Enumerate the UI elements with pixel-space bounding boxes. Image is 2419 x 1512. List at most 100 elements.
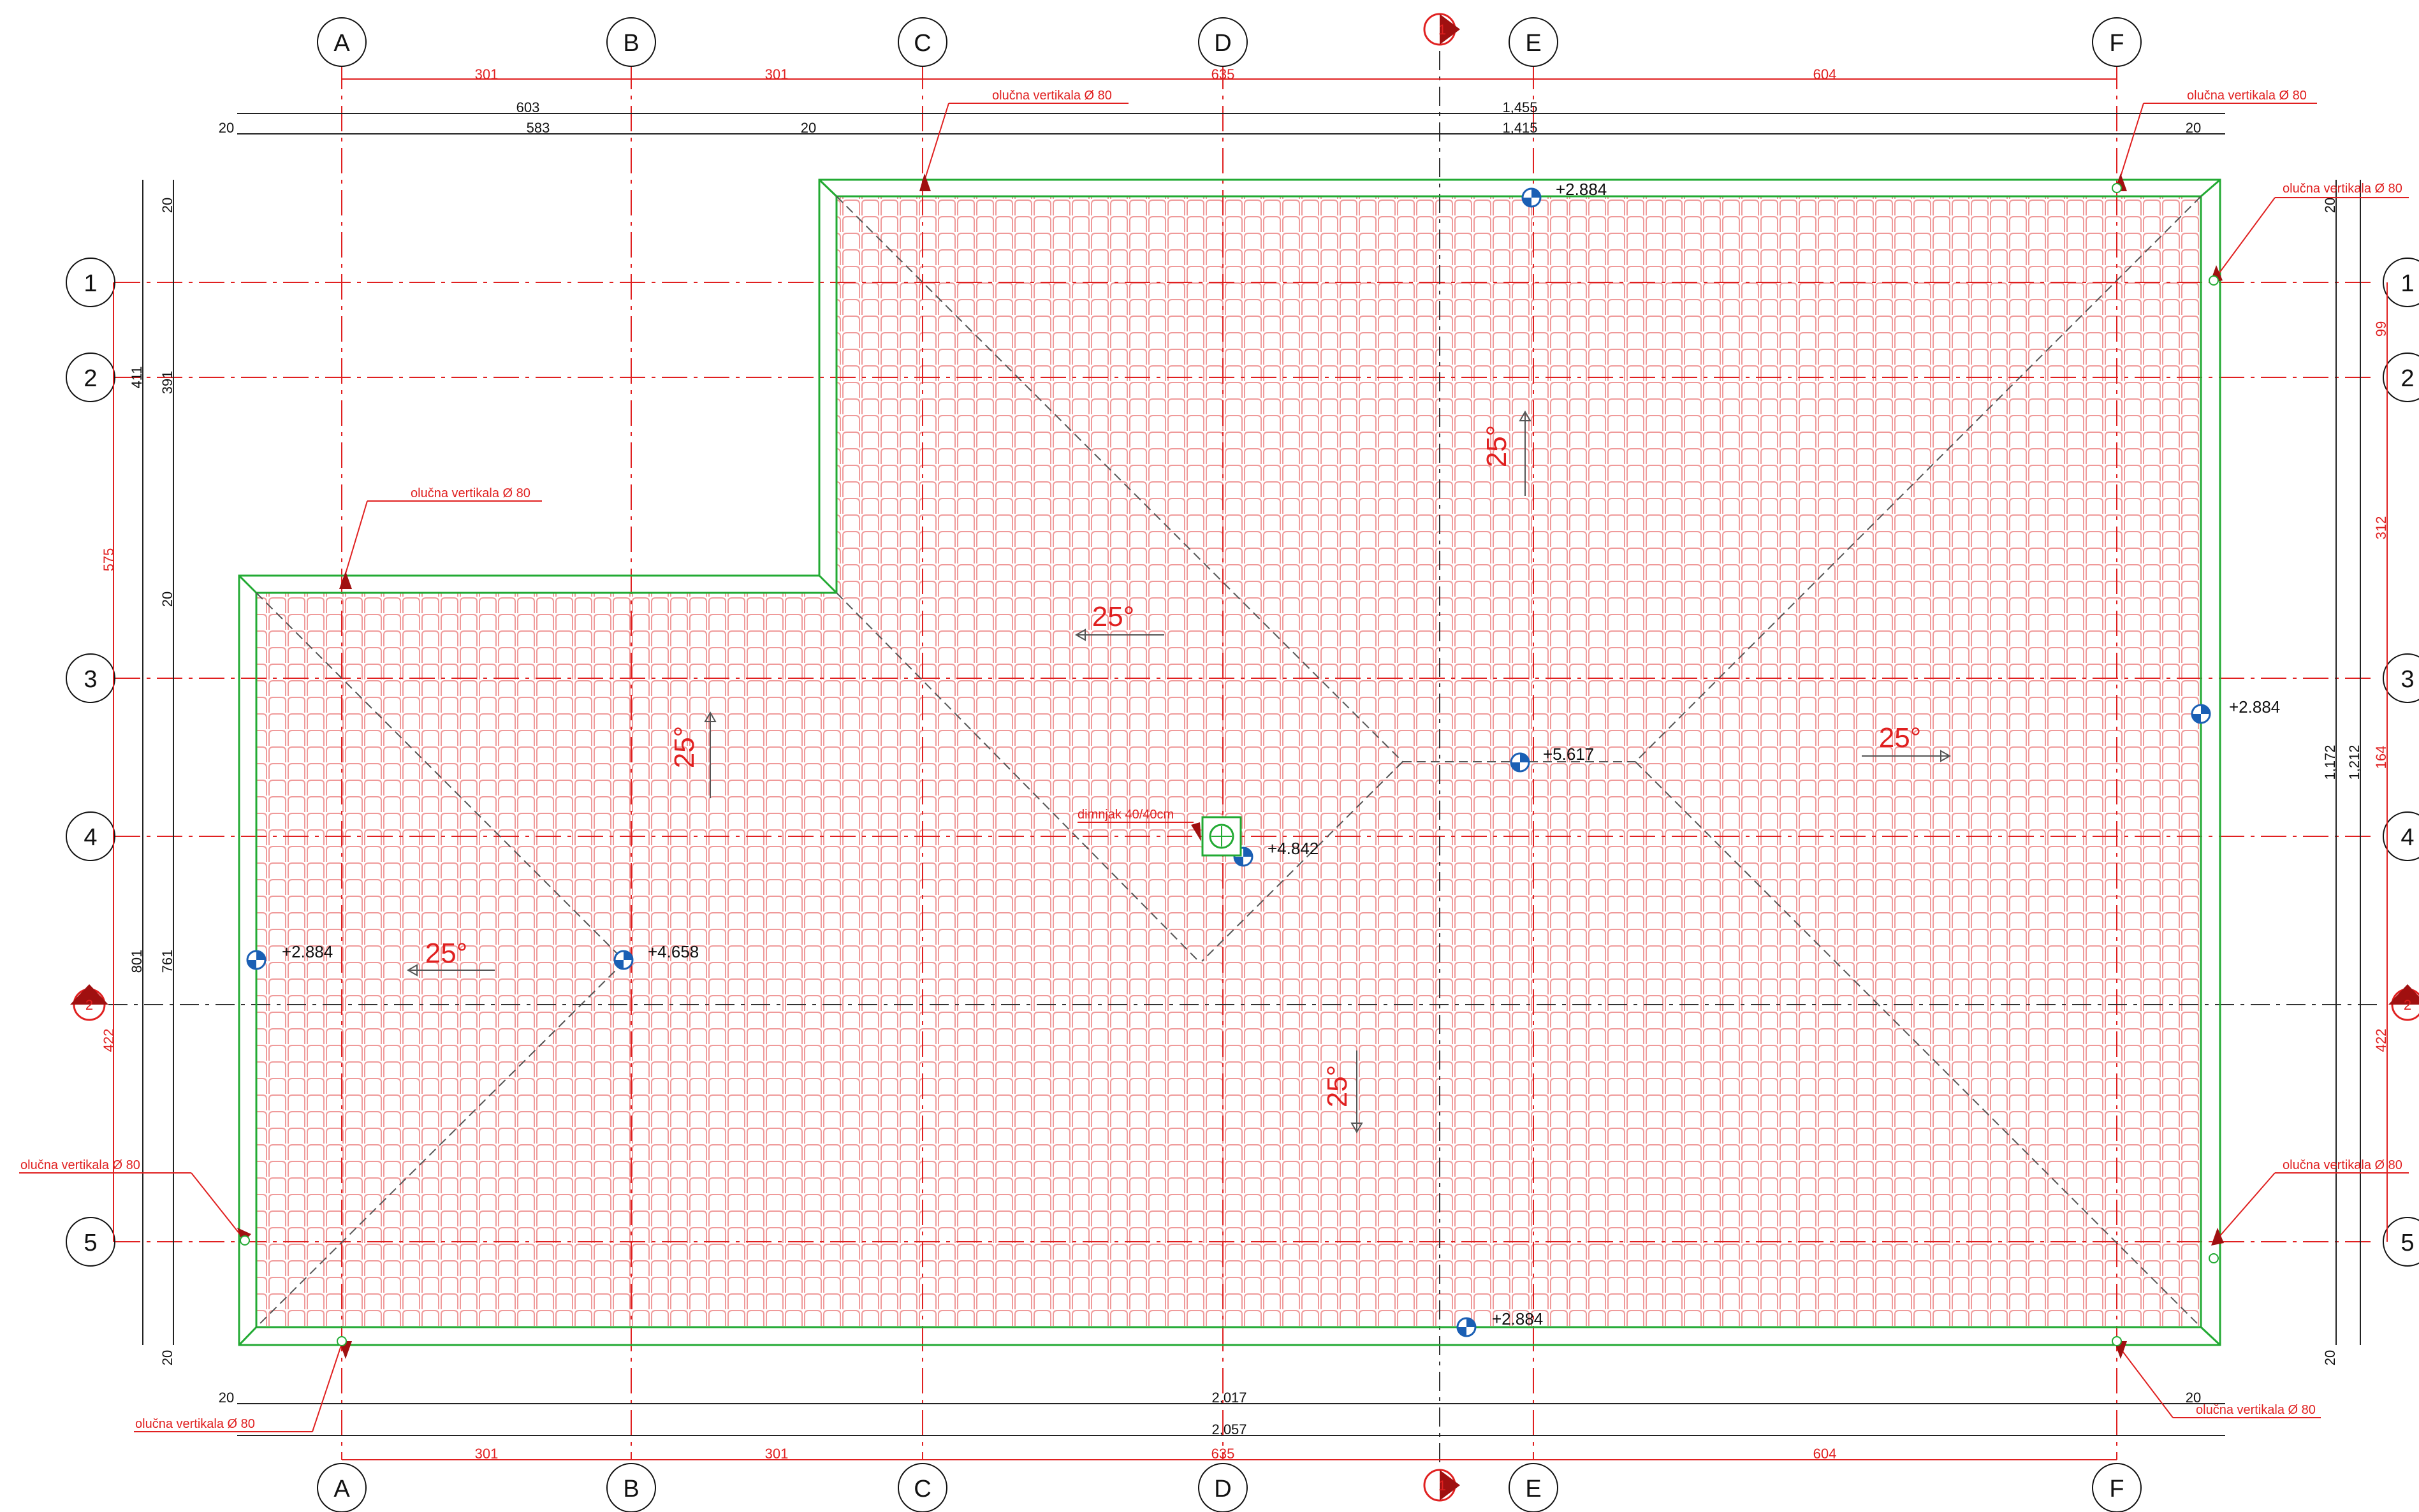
level-marker-chimney: +4.842	[1233, 839, 1319, 867]
dim-top-overall-right: 1,455	[1502, 99, 1537, 115]
dim-top-axis-cd: 635	[1211, 66, 1235, 82]
level-label-chimney: +4.842	[1268, 839, 1319, 858]
dim-bottom-detail-2: 2,017	[1211, 1390, 1246, 1406]
dim-right-axis-2: 312	[2373, 516, 2389, 540]
level-marker-bottom-edge: +2.884	[1456, 1309, 1543, 1337]
dim-top-detail-5: 20	[2186, 120, 2201, 136]
top-dimension-lines	[237, 78, 2225, 134]
dim-top-detail-3: 20	[801, 120, 816, 136]
slope-label-left-north: 25°	[669, 726, 700, 769]
grid-label-d-top: D	[1214, 30, 1231, 57]
row-bubbles-right: 1 2 3 4 5	[2383, 258, 2419, 1267]
chimney-note: dimnjak 40/40cm	[1078, 808, 1174, 822]
section-marker-top: 1	[1423, 13, 1460, 46]
column-bubbles-top: A B C D E F	[317, 17, 2142, 67]
left-dimension-texts: 575 422 411 801 20 391 20 761 20	[101, 198, 175, 1365]
grid-label-f-bottom: F	[2109, 1476, 2124, 1502]
grid-label-c-top: C	[914, 30, 931, 57]
grid-label-3-left: 3	[84, 666, 97, 693]
dim-top-detail-4: 1,415	[1502, 120, 1537, 136]
grid-label-3-right: 3	[2401, 666, 2414, 693]
dim-bottom-axis-bc: 301	[765, 1446, 789, 1462]
downpipe-note-a-top: olučna vertikala Ø 80	[411, 486, 530, 500]
dim-top-axis-ef: 604	[1813, 66, 1837, 82]
section-marker-bottom: 1	[1423, 1469, 1460, 1502]
column-bubbles-bottom: A B C D E F	[317, 1463, 2142, 1512]
dim-left-detail-3: 20	[159, 592, 175, 607]
row-bubbles-left: 1 2 3 4 5	[66, 258, 115, 1267]
grid-label-5-right: 5	[2401, 1230, 2414, 1256]
dim-left-axis-1: 575	[101, 548, 117, 572]
dim-right-overall: 1,212	[2346, 745, 2362, 780]
downpipe-note-left-bottom: olučna vertikala Ø 80	[20, 1158, 140, 1172]
level-label-bottom-edge: +2.884	[1492, 1309, 1543, 1328]
grid-label-1-left: 1	[84, 270, 97, 297]
hip-lines	[256, 196, 2202, 1328]
grid-label-c-bottom: C	[914, 1476, 931, 1502]
level-markers: +2.884 +2.884 +5.617 +4.842 +2.884 +4.65…	[246, 180, 2280, 1337]
grid-label-2-left: 2	[84, 365, 97, 392]
dim-right-detail-3: 20	[2322, 1350, 2338, 1365]
level-marker-left-edge: +2.884	[246, 942, 333, 970]
dim-left-detail-2: 391	[159, 371, 175, 395]
level-marker-top-edge: +2.884	[1521, 180, 1607, 208]
level-label-left-edge: +2.884	[282, 942, 333, 961]
grid-label-b-bottom: B	[623, 1476, 639, 1502]
slope-label-upper-north: 25°	[1481, 425, 1512, 468]
bottom-dimension-lines	[237, 1403, 2225, 1460]
downpipe-note-right-top: olučna vertikala Ø 80	[2283, 182, 2402, 196]
level-marker-ridge: +5.617	[1510, 745, 1594, 773]
top-dimension-texts: 301 301 635 604 603 1,455 20 583 20 1,41…	[219, 66, 2201, 136]
section-marker-left: 2	[70, 984, 108, 1021]
dim-bottom-axis-ab: 301	[475, 1446, 499, 1462]
left-dimension-lines	[113, 180, 174, 1345]
section-marker-left-label: 2	[85, 997, 93, 1013]
downpipe-note-right-bottom: olučna vertikala Ø 80	[2283, 1158, 2402, 1172]
downpipe-outlets	[240, 183, 2219, 1346]
level-label-right-edge: +2.884	[2229, 697, 2280, 716]
dim-top-detail-2: 583	[527, 120, 550, 136]
dim-left-detail-1: 20	[159, 198, 175, 213]
dim-left-detail-4: 761	[159, 950, 175, 973]
downpipe-labels: olučna vertikala Ø 80 olučna vertikala Ø…	[20, 89, 2402, 1431]
dim-left-overall-1: 411	[129, 366, 145, 388]
downpipe-notes	[19, 103, 2409, 1432]
dim-left-overall-2: 801	[129, 950, 145, 973]
level-label-left-ridge: +4.658	[648, 942, 699, 961]
dim-bottom-overall: 2,057	[1211, 1421, 1246, 1437]
downpipe-note-f-bottom: olučna vertikala Ø 80	[2196, 1403, 2316, 1417]
slope-arrows	[406, 410, 1952, 1134]
dim-right-axis-1: 99	[2373, 321, 2389, 337]
chimney: dimnjak 40/40cm	[1078, 808, 1242, 857]
section-lines	[108, 51, 2378, 1466]
section-marker-right-label: 2	[2404, 997, 2411, 1013]
grid-label-e-bottom: E	[1525, 1476, 1541, 1502]
grid-label-d-bottom: D	[1214, 1476, 1231, 1502]
slope-label-left-west: 25°	[425, 938, 468, 969]
grid-label-a-bottom: A	[333, 1476, 350, 1502]
dim-bottom-detail-3: 20	[2186, 1390, 2201, 1406]
level-marker-left-ridge: +4.658	[613, 942, 699, 970]
dim-top-axis-ab: 301	[475, 66, 499, 82]
dim-left-axis-2: 422	[101, 1029, 117, 1052]
slope-label-upper-west: 25°	[1092, 601, 1135, 632]
level-marker-right-edge: +2.884	[2191, 697, 2280, 724]
section-marker-right: 2	[2388, 984, 2419, 1021]
level-label-top-edge: +2.884	[1556, 180, 1607, 199]
grid-label-b-top: B	[623, 30, 639, 57]
dim-bottom-detail-1: 20	[219, 1390, 234, 1406]
dim-bottom-axis-cd: 635	[1211, 1446, 1235, 1462]
section-marker-top-label: 1	[1438, 22, 1446, 38]
grid-label-f-top: F	[2109, 30, 2124, 57]
dim-top-overall-left: 603	[516, 99, 540, 115]
grid-label-4-right: 4	[2401, 824, 2414, 851]
grid-label-5-left: 5	[84, 1230, 97, 1256]
dim-left-detail-5: 20	[159, 1350, 175, 1365]
right-dimension-texts: 20 1,172 20 1,212 99 312 164 422	[2322, 198, 2389, 1365]
level-label-ridge: +5.617	[1543, 745, 1594, 764]
bottom-dimension-texts: 20 2,017 20 2,057 301 301 635 604	[219, 1390, 2201, 1462]
grid-label-e-top: E	[1525, 30, 1541, 57]
dim-top-detail-1: 20	[219, 120, 234, 136]
grid-label-a-top: A	[333, 30, 350, 57]
